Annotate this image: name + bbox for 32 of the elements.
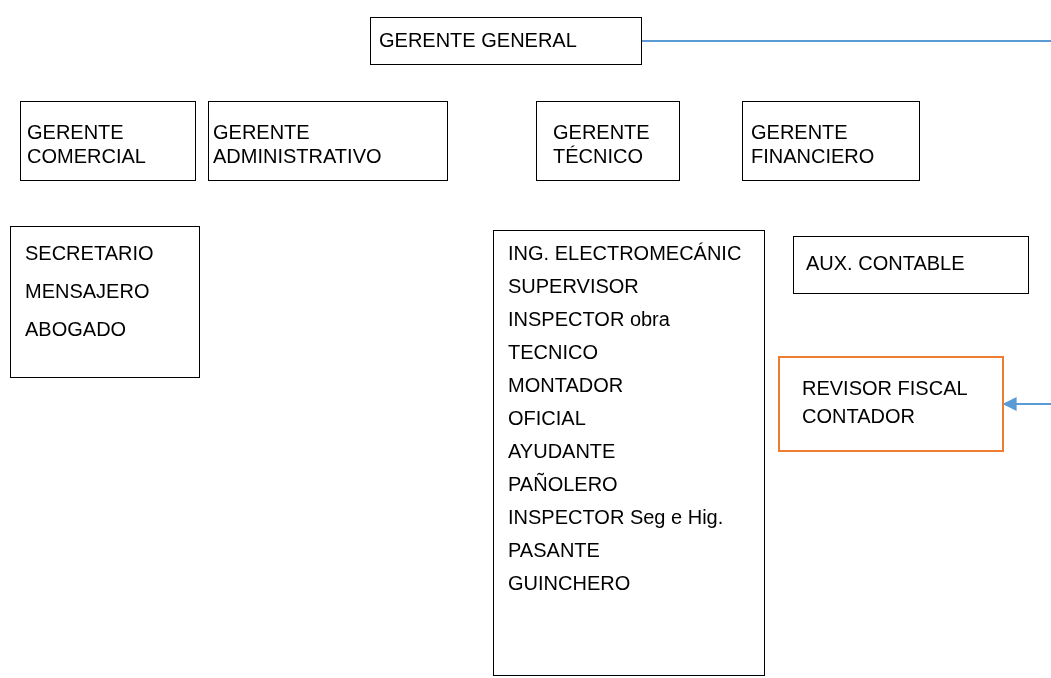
role-box [536, 101, 680, 181]
role-label: SECRETARIO [25, 241, 155, 265]
role-label: ABOGADO [25, 317, 128, 341]
role-box [793, 236, 1029, 294]
role-box [778, 356, 1004, 452]
role-box [370, 17, 642, 65]
role-label: CONTADOR [802, 404, 916, 428]
role-box [208, 101, 448, 181]
role-label: MONTADOR [508, 373, 625, 397]
role-label: OFICIAL [508, 406, 587, 430]
role-label: AYUDANTE [508, 439, 617, 463]
role-label: PASANTE [508, 538, 601, 562]
role-label: MENSAJERO [25, 279, 151, 303]
role-label: GERENTE GENERAL [379, 28, 578, 52]
role-label: PAÑOLERO [508, 472, 619, 496]
role-box [20, 101, 196, 181]
role-label: AUX. CONTABLE [806, 251, 966, 275]
role-label: GUINCHERO [508, 571, 632, 595]
role-label: INSPECTOR obra [508, 307, 671, 331]
role-label: TECNICO [508, 340, 599, 364]
role-label: GERENTE FINANCIERO [751, 120, 876, 168]
role-box [493, 230, 765, 676]
role-label: GERENTE TÉCNICO [553, 120, 651, 168]
role-label: GERENTE COMERCIAL [27, 120, 147, 168]
role-label: GERENTE ADMINISTRATIVO [213, 120, 383, 168]
role-label: SUPERVISOR [508, 274, 640, 298]
role-box [742, 101, 920, 181]
role-box [10, 226, 200, 378]
role-label: REVISOR FISCAL [802, 376, 969, 400]
role-label: INSPECTOR Seg e Hig. [508, 505, 725, 529]
role-label: ING. ELECTROMECÁNIC [508, 241, 743, 265]
connector-line [641, 40, 1051, 411]
